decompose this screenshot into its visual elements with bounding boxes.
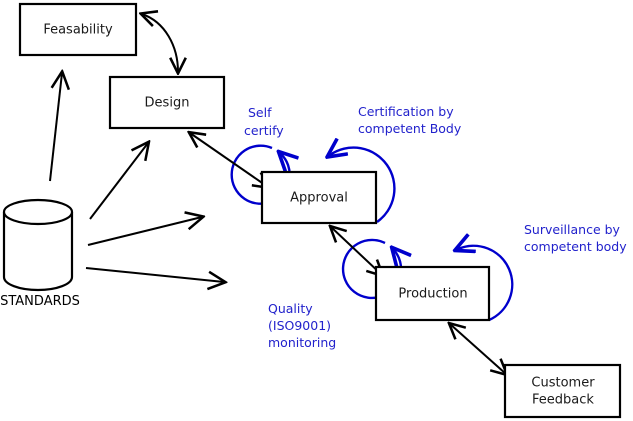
node-standards-datastore[interactable]: STANDARDS xyxy=(0,198,80,309)
node-production[interactable]: Production xyxy=(374,265,491,322)
loop-certification-competent-body xyxy=(330,148,396,223)
flow-production-customer-feedback xyxy=(450,324,506,374)
annotation-certification-competent-body: Certification by competent Body xyxy=(358,104,462,136)
annotation-certification-line1: Certification by xyxy=(358,104,454,119)
annotation-surveillance-line1: Surveillance by xyxy=(524,222,621,237)
node-label-customer-feedback-line2: Feedback xyxy=(532,393,594,408)
loop-surveillance-competent-body xyxy=(458,246,514,322)
annotation-quality-line2: (ISO9001) xyxy=(268,318,331,333)
node-label-feasability: Feasability xyxy=(43,23,113,38)
node-label-design: Design xyxy=(145,96,190,111)
annotation-quality-line3: monitoring xyxy=(268,335,336,350)
annotation-self-certify-line1: Self xyxy=(248,105,272,120)
node-label-standards: STANDARDS xyxy=(0,294,80,309)
flow-approval-production xyxy=(331,227,382,275)
annotation-quality-line1: Quality xyxy=(268,301,313,316)
annotation-self-certify: Self certify xyxy=(244,105,284,138)
flow-standards-production xyxy=(85,267,224,282)
node-feasability[interactable]: Feasability xyxy=(18,2,138,57)
node-label-customer-feedback-line1: Customer xyxy=(531,376,595,391)
annotation-self-certify-line2: certify xyxy=(244,123,284,138)
annotation-certification-line2: competent Body xyxy=(358,121,462,136)
flow-standards-design xyxy=(89,143,148,220)
flow-design-approval xyxy=(190,133,268,187)
node-label-production: Production xyxy=(398,287,467,302)
flow-feasability-design xyxy=(142,14,178,72)
node-label-approval: Approval xyxy=(290,191,348,206)
annotation-quality-monitoring: Quality (ISO9001) monitoring xyxy=(268,301,336,350)
annotation-surveillance-competent-body: Surveillance by competent body xyxy=(524,222,627,254)
annotation-surveillance-line2: competent body xyxy=(524,239,627,254)
node-customer-feedback[interactable]: Customer Feedback xyxy=(503,363,622,419)
flow-standards-approval xyxy=(87,217,202,246)
node-design[interactable]: Design xyxy=(108,75,226,130)
node-approval[interactable]: Approval xyxy=(260,170,378,225)
flow-standards-feasability xyxy=(49,73,62,182)
